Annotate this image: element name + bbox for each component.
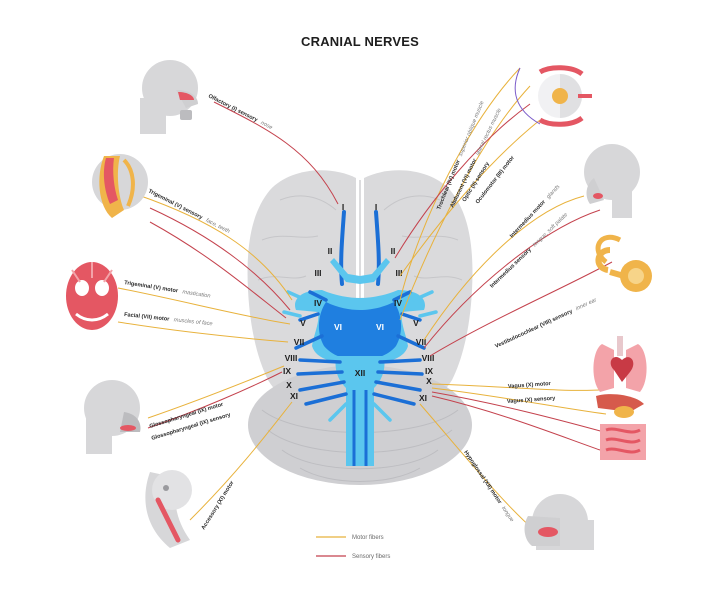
face-trigeminal-illustration [92, 154, 148, 218]
numeral-viii-right: VIII [422, 353, 435, 363]
fiber-eye-purple [514, 67, 541, 125]
label-vagus-sensory-nerve: Vagus (X) sensory [507, 396, 557, 405]
label-trigeminal-motor: Trigeminal (V) motor mastication [124, 280, 211, 300]
pons [318, 302, 402, 360]
medulla [335, 356, 385, 466]
nerve-roots-left-light [282, 290, 348, 422]
label-accessory-motor: Accessory (XI) motor [201, 479, 236, 531]
fiber-intermedius-sensory [423, 209, 601, 349]
nerve-roots-right [372, 290, 426, 406]
numeral-iv-right: IV [394, 298, 402, 308]
label-facial-motor: Facial (VII) motor muscles of face [124, 312, 213, 327]
fiber-facial-motor [117, 321, 289, 343]
head-nose-illustration [140, 60, 198, 134]
label-accessory-motor-nerve: Accessory (XI) motor [201, 479, 236, 531]
label-trigeminal-motor-function: mastication [182, 289, 211, 299]
label-vestibulocochlear: Vestibulocochlear (VIII) sensory inner e… [494, 297, 598, 350]
label-intermedius-sensory-nerve: Intermedius sensory [489, 246, 533, 289]
fiber-accessory-motor [189, 401, 293, 521]
neck-skull-illustration [145, 470, 192, 548]
fiber-trigeminal-sensory-3 [149, 221, 287, 319]
label-trigeminal-sensory-nerve: Trigeminal (V) sensory [147, 188, 204, 221]
fiber-trigeminal-sensory-1 [137, 194, 293, 301]
numeral-ix-right: IX [425, 366, 433, 376]
label-vagus-motor-nerve: Vagus (X) motor [508, 381, 552, 390]
label-facial-motor-function: muscles of face [173, 317, 212, 327]
numeral-ix-left: IX [283, 366, 291, 376]
numeral-ii-left: II [328, 246, 333, 256]
label-hypoglossal-motor-nerve: Hypoglossal (XII) motor [462, 450, 503, 506]
label-trigeminal-sensory-function: face, teeth [205, 218, 231, 235]
numeral-viii-left: VIII [285, 353, 298, 363]
eye-illustration [538, 65, 592, 127]
nerve-roots-right-light [372, 290, 438, 422]
label-olfactory-function: nose [260, 120, 274, 131]
fiber-trigeminal-motor [117, 287, 291, 325]
fiber-olfactory [213, 101, 339, 205]
numeral-xii: XII [355, 368, 365, 378]
numeral-xi-right: XI [419, 393, 427, 403]
label-intermedius-motor-function: glands [546, 184, 562, 200]
label-olfactory-nerve: Olfactory (I) sensory [207, 93, 259, 123]
label-trigeminal-motor-nerve: Trigeminal (V) motor [124, 280, 179, 295]
numeral-i-right: I [375, 202, 377, 212]
fiber-trochlear [399, 67, 521, 301]
head-throat-illustration [84, 380, 141, 454]
fiber-glosso-motor [147, 365, 285, 419]
numeral-vi-right: VI [376, 322, 384, 332]
organs-illustration [593, 336, 647, 460]
legend-sensory-label: Sensory fibers [352, 554, 390, 560]
fiber-oculomotor [399, 119, 541, 277]
label-facial-motor-nerve: Facial (VII) motor [124, 312, 171, 323]
diagram-title: CRANIAL NERVES [301, 34, 419, 49]
head-tongue-illustration [524, 494, 594, 550]
olfactory-tract-right [374, 210, 381, 286]
label-hypoglossal-motor-function: tongue [500, 506, 515, 524]
numeral-v-left: V [300, 318, 306, 328]
fiber-lines [117, 67, 613, 531]
numeral-x-left: X [286, 380, 292, 390]
fiber-vagus-sensory-1 [431, 391, 605, 433]
numeral-ii-right: II [391, 246, 396, 256]
numeral-vii-right: VII [416, 337, 426, 347]
fiber-optic [394, 103, 531, 259]
fiber-vagus-motor-2 [431, 387, 607, 415]
fiber-vestibulocochlear [429, 261, 613, 357]
fiber-glosso-sensory [147, 371, 283, 429]
numeral-iv-left: IV [314, 298, 322, 308]
numeral-xi-left: XI [290, 391, 298, 401]
fiber-intermedius-motor [423, 195, 585, 341]
numeral-vi-left: VI [334, 322, 342, 332]
numeral-v-right: V [413, 318, 419, 328]
legend: Motor fibers Sensory fibers [316, 535, 390, 560]
nerve-numerals: I I II II III III IV IV V V VI VI VII VI… [283, 202, 434, 403]
numeral-iii-right: III [395, 268, 402, 278]
fiber-trigeminal-sensory-2 [149, 207, 291, 311]
head-glands-illustration [584, 144, 640, 218]
fiber-vagus-sensory-2 [431, 395, 601, 451]
optic-chiasm [330, 258, 390, 284]
skull-muscles-illustration [66, 262, 118, 330]
brainstem-and-nerves [282, 210, 438, 466]
numeral-x-right: X [426, 376, 432, 386]
numeral-i-left: I [342, 202, 344, 212]
label-vestibulocochlear-function: inner ear [575, 297, 599, 312]
inner-ear-illustration [595, 234, 652, 292]
label-vagus-motor: Vagus (X) motor [508, 381, 552, 390]
fiber-hypoglossal [419, 403, 535, 531]
label-hypoglossal-motor: Hypoglossal (XII) motor tongue [462, 450, 514, 523]
fiber-abducens [399, 85, 531, 321]
olfactory-tract-left [339, 210, 346, 286]
brain-gyri [257, 195, 463, 281]
legend-motor-label: Motor fibers [352, 535, 384, 541]
numeral-vii-left: VII [294, 337, 304, 347]
medulla-pyramids [352, 390, 368, 466]
label-vagus-sensory: Vagus (X) sensory [507, 396, 557, 405]
fiber-vagus-motor-1 [431, 383, 601, 391]
label-olfactory: Olfactory (I) sensory nose [207, 93, 273, 131]
nerve-roots-left [294, 290, 348, 406]
numeral-iii-left: III [314, 268, 321, 278]
